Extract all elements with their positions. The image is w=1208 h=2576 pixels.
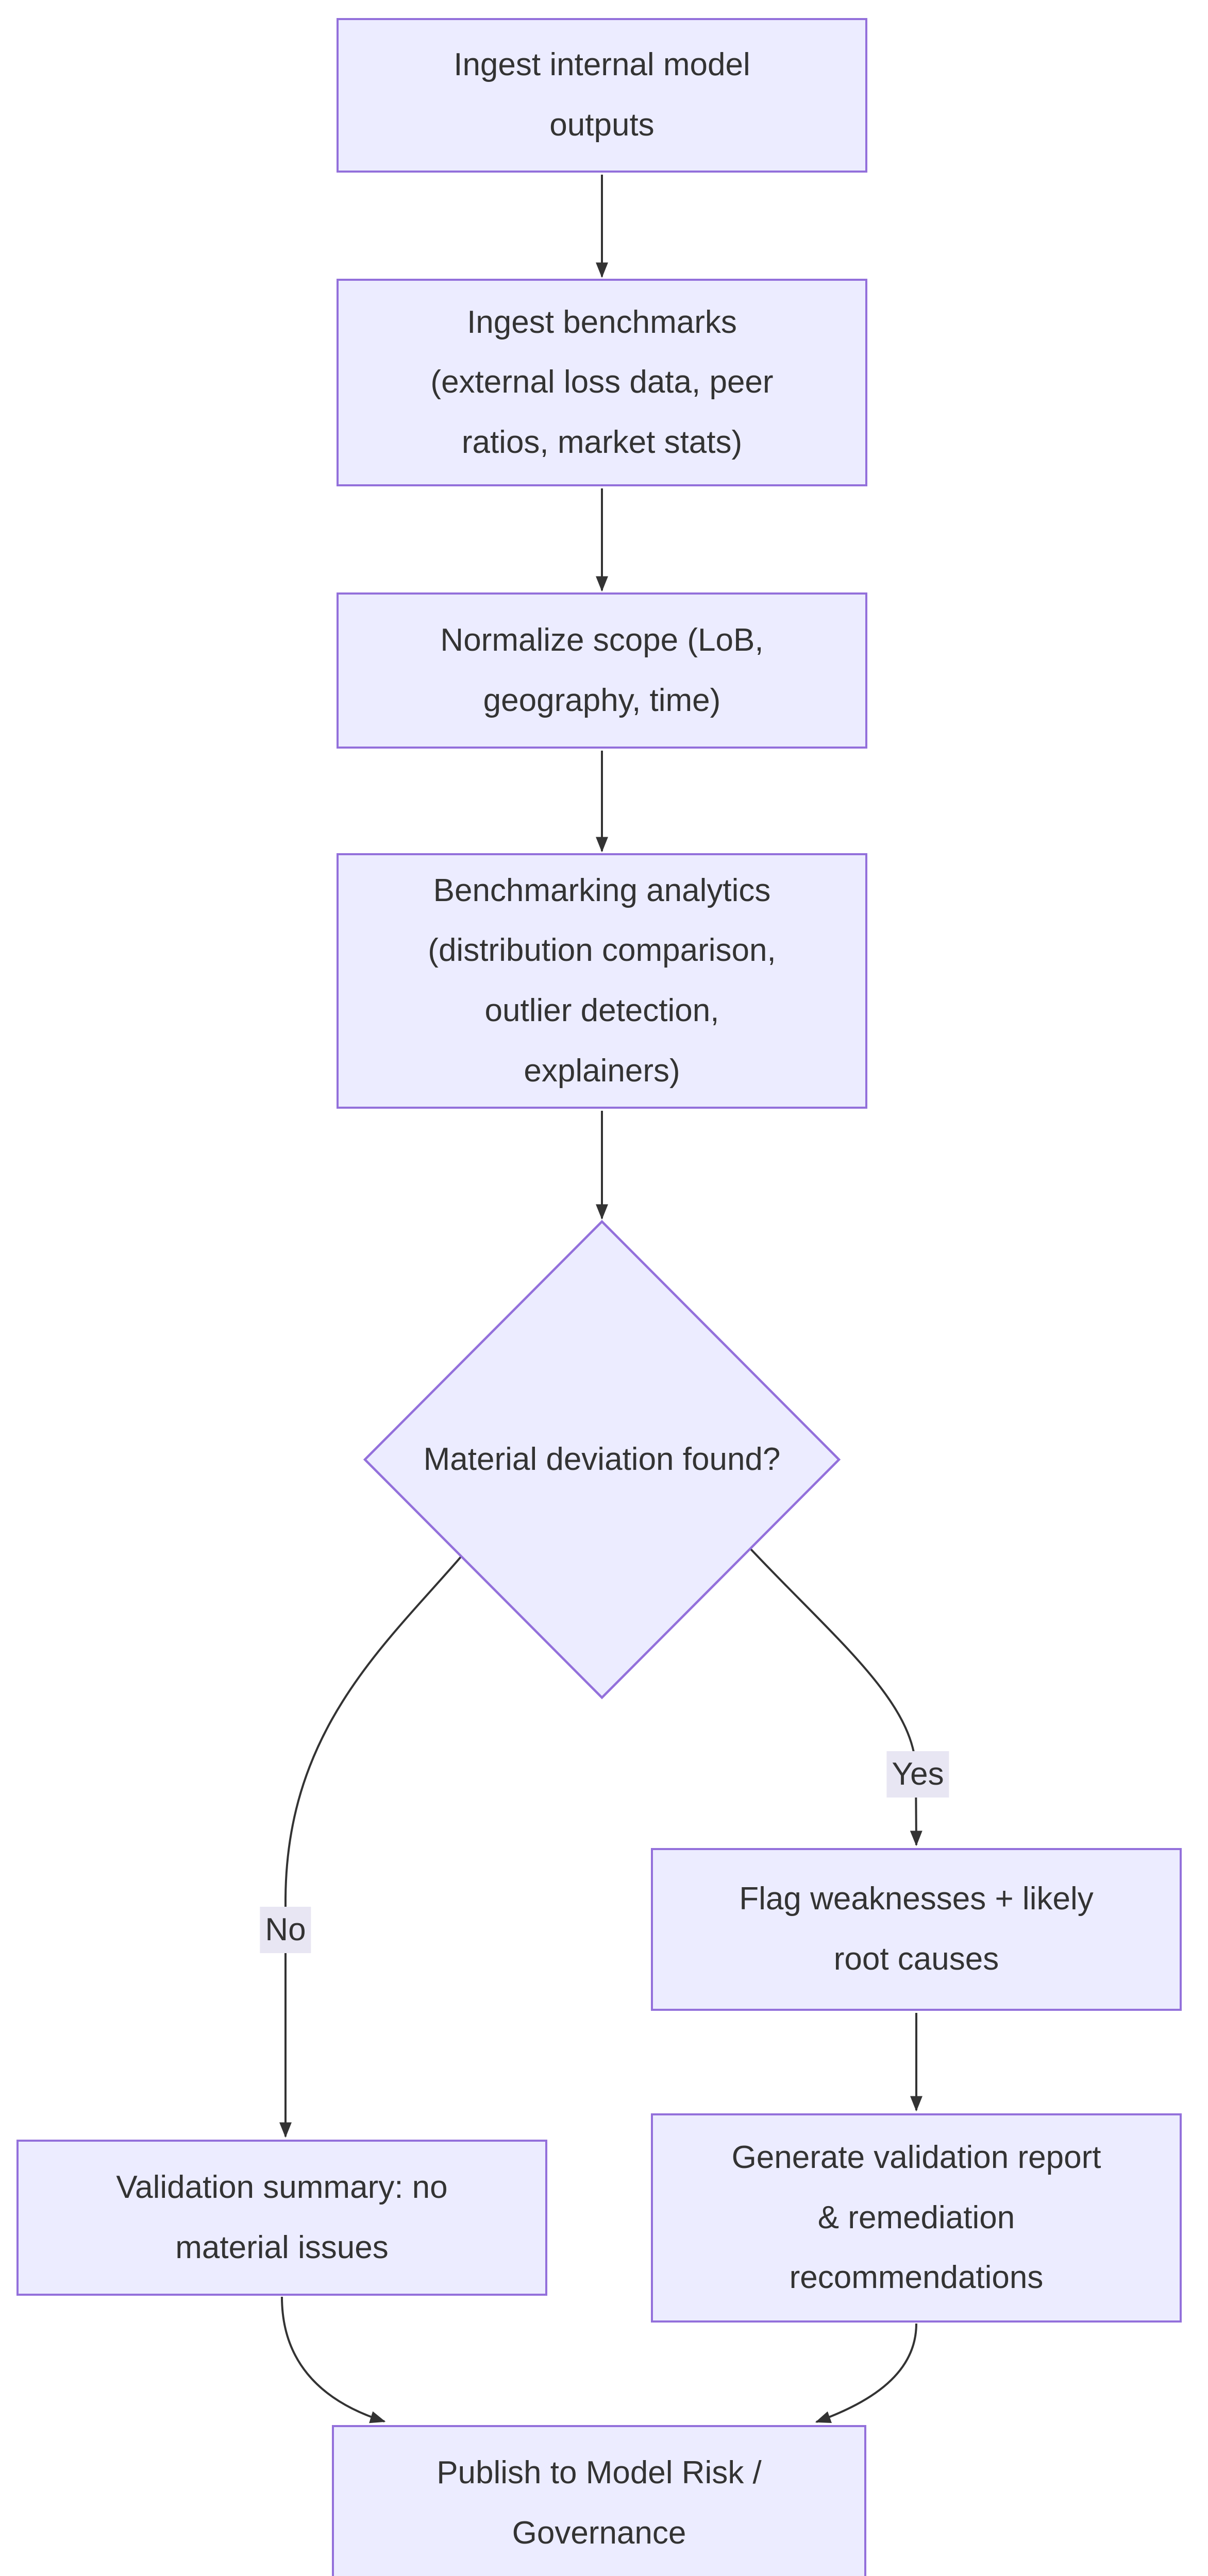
edge-material-deviation-to-validation-summary (279, 1555, 462, 2138)
node-publish-governance: Publish to Model Risk / Governance (332, 2425, 866, 2576)
node-normalize-scope: Normalize scope (LoB, geography, time) (337, 592, 867, 749)
node-generate-report: Generate validation report & remediation… (651, 2113, 1182, 2323)
node-ingest-internal-outputs: Ingest internal model outputs (337, 18, 867, 173)
node-validation-summary: Validation summary: no material issues (16, 2140, 547, 2296)
node-material-deviation-diamond (363, 1219, 841, 1700)
node-material-deviation-label: Material deviation found? (423, 1441, 781, 1477)
edge-generate-report-to-publish (815, 2323, 917, 2423)
edge-label-no: No (260, 1907, 311, 1953)
edge-material-deviation-to-flag-weaknesses (749, 1548, 922, 1846)
edge-label-yes: Yes (886, 1751, 949, 1798)
node-benchmarking-analytics: Benchmarking analytics (distribution com… (337, 853, 867, 1109)
node-ingest-benchmarks: Ingest benchmarks (external loss data, p… (337, 279, 867, 486)
edge-validation-summary-to-publish (281, 2296, 386, 2424)
node-flag-weaknesses: Flag weaknesses + likely root causes (651, 1848, 1182, 2011)
